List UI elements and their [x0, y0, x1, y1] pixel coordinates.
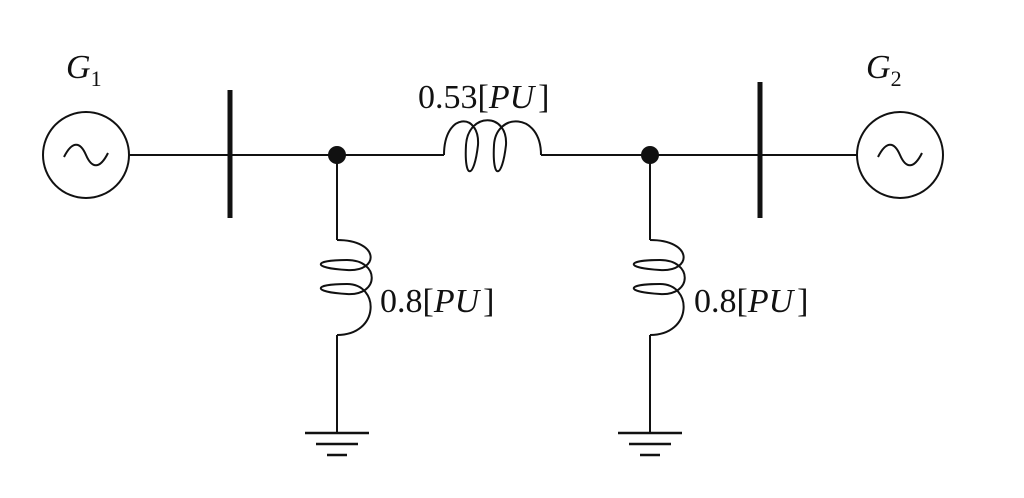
- shunt-left-reactance-label: 0.8[PU]: [380, 283, 494, 320]
- generator-g2-label: G2: [866, 49, 902, 91]
- shunt-right-inductor-icon: [633, 239, 686, 336]
- ground-right-icon: [618, 431, 682, 457]
- shunt-right-reactance-label: 0.8[PU]: [694, 283, 808, 320]
- generator-g1: [42, 111, 130, 199]
- series-reactance-label: 0.53[PU]: [418, 79, 549, 116]
- shunt-left-inductor-icon: [320, 239, 373, 336]
- generator-g2-sine-icon: [877, 143, 923, 167]
- series-inductor-icon: [443, 119, 542, 172]
- generator-g1-sine-icon: [63, 143, 109, 167]
- generator-g1-label: G1: [66, 49, 102, 91]
- generator-g2: [856, 111, 944, 199]
- ground-left-icon: [305, 431, 369, 457]
